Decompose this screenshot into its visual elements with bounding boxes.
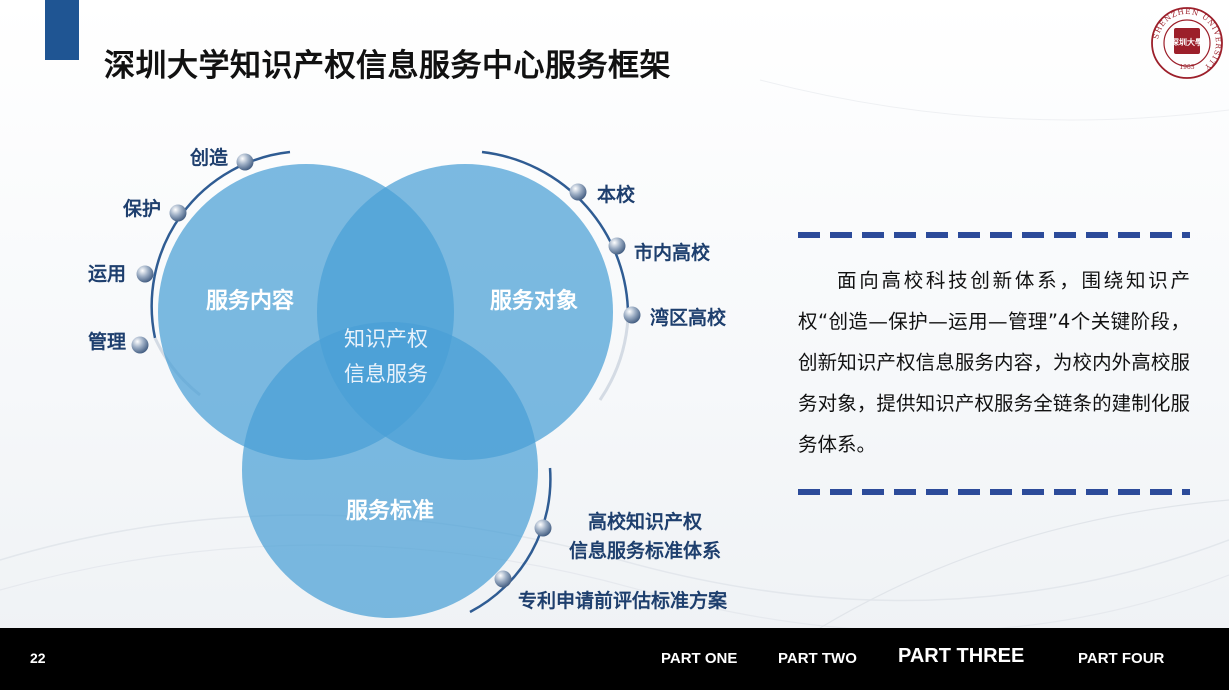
page-title: 深圳大学知识产权信息服务中心服务框架 — [104, 48, 671, 84]
accent-bar — [45, 0, 79, 60]
bullet-knob-icon — [623, 306, 641, 324]
bullet-knob-icon — [494, 570, 512, 588]
target-outer-arc-fade — [598, 317, 630, 401]
nav-part-three[interactable]: PART THREE — [898, 645, 1025, 667]
standard-item-2: 专利申请前评估标准方案 — [518, 589, 728, 612]
content-item-protect: 保护 — [122, 197, 161, 220]
bullet-knob-icon — [131, 336, 149, 354]
bullet-knob-icon — [169, 204, 187, 222]
center-label-line-2: 信息服务 — [344, 362, 428, 386]
description-box: 面向高校科技创新体系，围绕知识产权“创造—保护—运用—管理”4个关键阶段，创新知… — [798, 232, 1190, 495]
bullet-knob-icon — [136, 265, 154, 283]
content-item-manage: 管理 — [88, 330, 126, 353]
page-number: 22 — [30, 650, 46, 666]
nav-part-two[interactable]: PART TWO — [778, 650, 857, 667]
circle-label-target: 服务对象 — [490, 288, 578, 314]
content-item-create: 创造 — [189, 146, 229, 169]
venn-circle-standard — [242, 322, 538, 618]
university-seal-logo: SHENZHEN UNIVERSITY 深圳大學 1983 — [1151, 7, 1223, 79]
standard-item-1-line-2: 信息服务标准体系 — [569, 539, 721, 562]
bullet-knob-icon — [569, 183, 587, 201]
center-label-line-1: 知识产权 — [344, 327, 428, 351]
bullet-knob-icon — [608, 237, 626, 255]
circle-label-content: 服务内容 — [206, 288, 294, 314]
description-text: 面向高校科技创新体系，围绕知识产权“创造—保护—运用—管理”4个关键阶段，创新知… — [798, 269, 1190, 456]
seal-year: 1983 — [1179, 64, 1194, 71]
target-outer-arc — [481, 150, 630, 319]
bullet-knob-icon — [534, 519, 552, 537]
nav-part-one[interactable]: PART ONE — [661, 650, 738, 667]
standard-item-1-line-1: 高校知识产权 — [588, 510, 702, 533]
circle-label-standard: 服务标准 — [346, 498, 434, 524]
target-item-own-school: 本校 — [597, 183, 636, 206]
bullet-knob-icon — [236, 153, 254, 171]
target-item-city-universities: 市内高校 — [634, 241, 711, 264]
dashed-divider-top — [798, 232, 1190, 238]
footer-bar: 22 PART ONE PART TWO PART THREE PART FOU… — [0, 628, 1229, 690]
dashed-divider-bottom — [798, 489, 1190, 495]
target-item-bay-area-universities: 湾区高校 — [650, 306, 727, 329]
content-item-use: 运用 — [88, 263, 126, 285]
seal-center-text: 深圳大學 — [1171, 37, 1203, 47]
nav-part-four[interactable]: PART FOUR — [1078, 650, 1165, 667]
standard-outer-arc — [469, 467, 552, 614]
